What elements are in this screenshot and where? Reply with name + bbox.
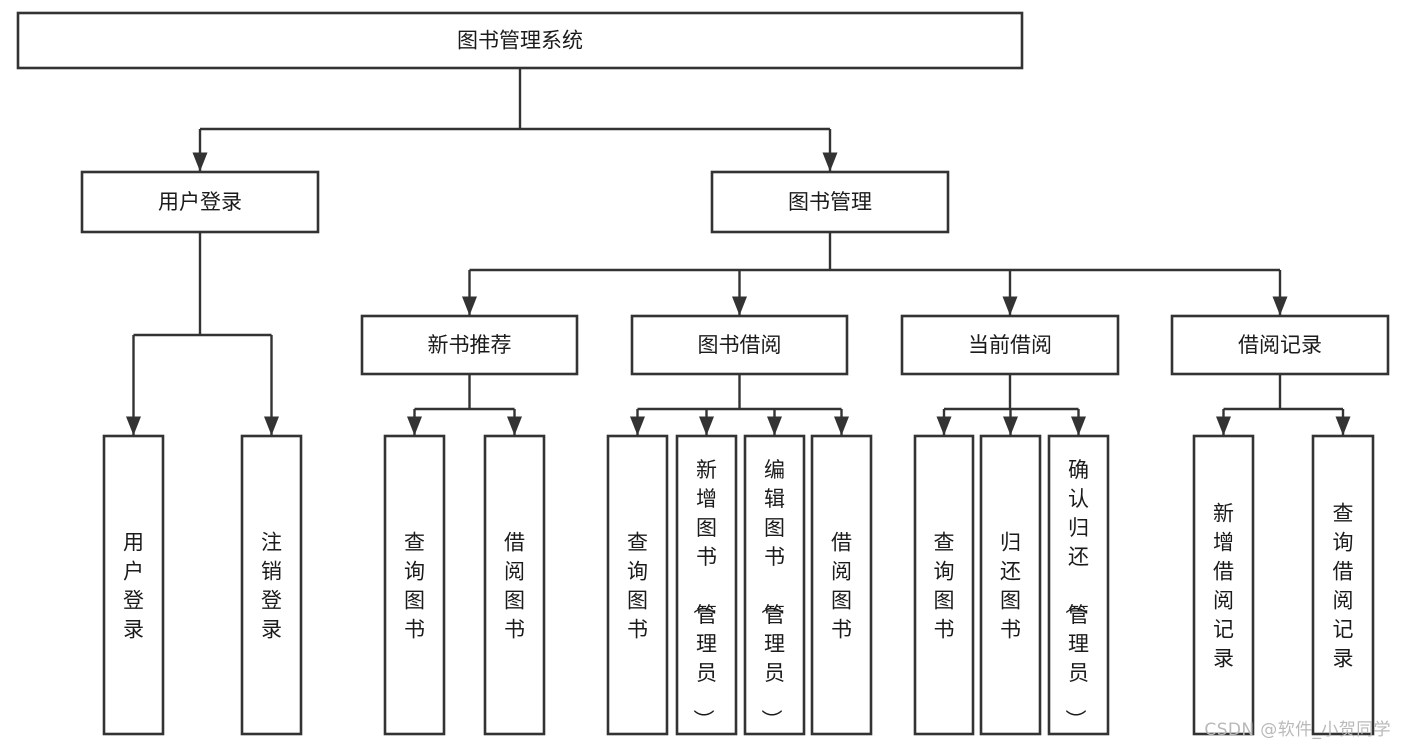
node-leaf-leaf-query-book-recommend-box — [383, 434, 446, 736]
node-leaf-leaf-edit-book-box — [743, 434, 806, 736]
node-leaf-leaf-query-book-borrow-box — [606, 434, 669, 736]
node-l3-new-book-recommend[interactable]: 新书推荐 — [360, 314, 579, 376]
node-leaf-leaf-user-login-label: 用户登录 — [123, 531, 144, 642]
node-leaf-leaf-return-book-label: 归还图书 — [1000, 531, 1021, 642]
userlogin-arrow-0 — [126, 416, 141, 436]
node-leaf-leaf-user-logout-box — [240, 434, 303, 736]
l3-book-borrow-arrow-0 — [630, 416, 645, 436]
l3-borrow-record-arrow-0 — [1216, 416, 1231, 436]
bookmgmt-arrow-2 — [1002, 296, 1018, 316]
node-l2-user-login[interactable]: 用户登录 — [80, 170, 320, 234]
node-leaf-leaf-borrow-book[interactable]: 借阅图书 — [810, 434, 873, 736]
node-leaf-leaf-query-book-current[interactable]: 查询图书 — [913, 434, 975, 736]
connectors-layer — [126, 68, 1351, 436]
node-leaf-leaf-return-book-box — [979, 434, 1042, 736]
node-leaf-leaf-confirm-return-box — [1047, 434, 1110, 736]
node-leaf-leaf-borrow-book-recommend-label: 借阅图书 — [504, 531, 525, 642]
l3-current-borrow-arrow-2 — [1071, 416, 1086, 436]
node-leaf-leaf-edit-book[interactable]: 编辑图书（管理员） — [743, 434, 806, 736]
node-leaf-leaf-add-borrow-record-label: 新增借阅记录 — [1213, 502, 1234, 671]
node-leaf-leaf-user-login-box — [102, 434, 165, 736]
node-l3-book-borrow[interactable]: 图书借阅 — [630, 314, 849, 376]
node-leaf-leaf-query-book-current-label: 查询图书 — [934, 531, 955, 642]
node-leaf-leaf-user-logout-label: 注销登录 — [261, 531, 282, 642]
node-root-label: 图书管理系统 — [457, 29, 583, 53]
node-leaf-leaf-borrow-book-box — [810, 434, 873, 736]
node-leaf-leaf-add-book-label: 新增图书（管理员） — [691, 458, 717, 730]
nodes-layer: 图书管理系统用户登录图书管理新书推荐图书借阅当前借阅借阅记录用户登录注销登录查询… — [16, 11, 1390, 736]
node-leaf-leaf-query-book-borrow-label: 查询图书 — [627, 531, 648, 642]
node-l2-user-login-box — [80, 170, 320, 234]
node-root[interactable]: 图书管理系统 — [16, 11, 1024, 70]
node-leaf-leaf-return-book[interactable]: 归还图书 — [979, 434, 1042, 736]
l3-book-borrow-arrow-3 — [834, 416, 849, 436]
node-leaf-leaf-edit-book-label: 编辑图书（管理员） — [759, 458, 785, 730]
node-leaf-leaf-query-book-recommend-label: 查询图书 — [404, 531, 425, 642]
node-leaf-leaf-confirm-return[interactable]: 确认归还（管理员） — [1047, 434, 1110, 736]
node-root-box — [16, 11, 1024, 70]
node-l3-new-book-recommend-label: 新书推荐 — [428, 333, 512, 357]
root-arrow-1 — [822, 152, 838, 172]
l3-book-borrow-arrow-2 — [767, 416, 782, 436]
node-leaf-leaf-borrow-book-recommend-box — [483, 434, 546, 736]
node-l2-book-management-label: 图书管理 — [788, 190, 872, 214]
node-l3-book-borrow-label: 图书借阅 — [698, 333, 782, 357]
node-l2-book-management[interactable]: 图书管理 — [710, 170, 950, 234]
node-leaf-leaf-add-book[interactable]: 新增图书（管理员） — [675, 434, 738, 736]
node-leaf-leaf-query-borrow-record[interactable]: 查询借阅记录 — [1311, 434, 1375, 736]
node-leaf-leaf-user-logout[interactable]: 注销登录 — [240, 434, 303, 736]
bookmgmt-arrow-1 — [732, 296, 747, 316]
node-leaf-leaf-borrow-book-label: 借阅图书 — [831, 531, 852, 642]
node-l3-borrow-record-box — [1170, 314, 1390, 376]
node-l3-current-borrow-box — [900, 314, 1120, 376]
node-l3-book-borrow-box — [630, 314, 849, 376]
node-l2-book-management-box — [710, 170, 950, 234]
node-leaf-leaf-query-book-current-box — [913, 434, 975, 736]
node-l3-new-book-recommend-box — [360, 314, 579, 376]
node-leaf-leaf-query-book-borrow[interactable]: 查询图书 — [606, 434, 669, 736]
bookmgmt-arrow-0 — [462, 296, 477, 316]
node-l3-current-borrow-label: 当前借阅 — [968, 333, 1052, 357]
userlogin-arrow-1 — [264, 416, 279, 436]
l3-current-borrow-arrow-0 — [936, 416, 952, 436]
node-l3-borrow-record[interactable]: 借阅记录 — [1170, 314, 1390, 376]
node-leaf-leaf-user-login[interactable]: 用户登录 — [102, 434, 165, 736]
node-l3-current-borrow[interactable]: 当前借阅 — [900, 314, 1120, 376]
l3-new-book-recommend-arrow-0 — [407, 416, 422, 436]
node-leaf-leaf-confirm-return-label: 确认归还（管理员） — [1063, 458, 1089, 730]
node-leaf-leaf-add-borrow-record-box — [1192, 434, 1255, 736]
node-leaf-leaf-add-book-box — [675, 434, 738, 736]
l3-current-borrow-arrow-1 — [1003, 416, 1018, 436]
root-arrow-0 — [192, 152, 208, 172]
node-l3-borrow-record-label: 借阅记录 — [1238, 333, 1322, 357]
node-l2-user-login-label: 用户登录 — [158, 190, 242, 214]
l3-book-borrow-arrow-1 — [699, 416, 714, 436]
node-leaf-leaf-query-book-recommend[interactable]: 查询图书 — [383, 434, 446, 736]
node-leaf-leaf-add-borrow-record[interactable]: 新增借阅记录 — [1192, 434, 1255, 736]
node-leaf-leaf-query-borrow-record-label: 查询借阅记录 — [1333, 502, 1354, 671]
l3-new-book-recommend-arrow-1 — [507, 416, 522, 436]
node-leaf-leaf-borrow-book-recommend[interactable]: 借阅图书 — [483, 434, 546, 736]
l3-borrow-record-arrow-1 — [1335, 416, 1351, 436]
bookmgmt-arrow-3 — [1272, 296, 1288, 316]
node-leaf-leaf-query-borrow-record-box — [1311, 434, 1375, 736]
